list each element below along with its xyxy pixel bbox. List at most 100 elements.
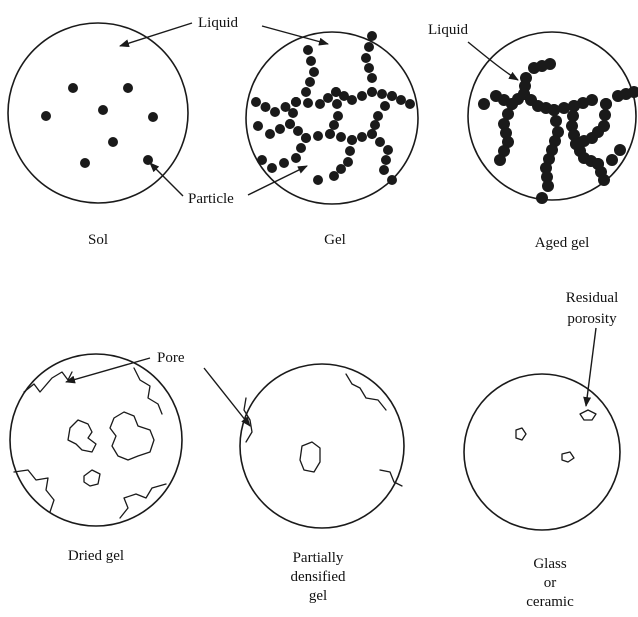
glass-ceramic-panel (464, 374, 620, 530)
chain-particle (253, 121, 263, 131)
liquid-label-2: Liquid (428, 22, 468, 38)
chain-particle (405, 99, 415, 109)
chain-particle (331, 87, 341, 97)
chain-particle (345, 146, 355, 156)
row2-annotations: Pore Residual porosity (66, 290, 618, 426)
chain-particle (261, 102, 271, 112)
chain-particle (279, 158, 289, 168)
pore-arrow-to-dried-gel (66, 358, 150, 382)
chain-particle (600, 98, 612, 110)
sol-particles (41, 83, 158, 168)
chain-particle (301, 133, 311, 143)
liquid-label-1: Liquid (198, 15, 238, 31)
pore-closed (300, 442, 320, 472)
chain-particle (303, 45, 313, 55)
pore-closed (68, 420, 96, 452)
stage-label-partially-line3: gel (309, 588, 327, 604)
chain-particle (301, 87, 311, 97)
stage-label-gel: Gel (324, 232, 346, 248)
pore-closed (580, 410, 596, 420)
chain-particle (494, 154, 506, 166)
sol-particle (148, 112, 158, 122)
chain-particle (387, 91, 397, 101)
liquid-arrow-to-gel (262, 26, 328, 44)
chain-particle (323, 93, 333, 103)
pore-crack (24, 372, 72, 392)
partially-densified-gel-panel (240, 364, 404, 528)
chain-particle (592, 158, 604, 170)
chain-particle (367, 129, 377, 139)
chain-particle (548, 104, 560, 116)
chain-particle (347, 95, 357, 105)
chain-particle (296, 143, 306, 153)
chain-particle (357, 91, 367, 101)
stage-label-glass-line1: Glass (533, 556, 566, 572)
particle-arrow-to-sol (150, 163, 183, 196)
chain-particle (396, 95, 406, 105)
chain-particle (306, 56, 316, 66)
chain-particle (364, 63, 374, 73)
chain-particle (387, 175, 397, 185)
stage-label-glass-line3: ceramic (526, 594, 574, 610)
chain-particle (267, 163, 277, 173)
chain-particle (606, 154, 618, 166)
chain-particle (361, 53, 371, 63)
chain-particle (329, 120, 339, 130)
sol-particle (143, 155, 153, 165)
aged-gel-particle-network (478, 58, 638, 204)
sol-particle (108, 137, 118, 147)
chain-particle (544, 58, 556, 70)
chain-particle (598, 174, 610, 186)
sol-particle (41, 111, 51, 121)
chain-particle (329, 171, 339, 181)
chain-particle (373, 111, 383, 121)
chain-particle (336, 132, 346, 142)
pore-crack (134, 368, 162, 414)
dried-gel-circle (10, 354, 182, 526)
stage-label-aged-gel: Aged gel (535, 235, 590, 251)
chain-particle (364, 42, 374, 52)
sol-circle (8, 23, 188, 203)
chain-particle (315, 99, 325, 109)
chain-particle (288, 108, 298, 118)
chain-particle (257, 155, 267, 165)
chain-particle (586, 94, 598, 106)
chain-particle (270, 107, 280, 117)
chain-particle (291, 153, 301, 163)
chain-particle (381, 155, 391, 165)
pore-crack (346, 374, 386, 410)
chain-particle (377, 89, 387, 99)
chain-particle (379, 165, 389, 175)
chain-particle (265, 129, 275, 139)
stage-label-sol: Sol (88, 232, 108, 248)
chain-particle (313, 131, 323, 141)
pore-closed (562, 452, 574, 462)
chain-particle (550, 115, 562, 127)
residual-pores (516, 410, 596, 462)
chain-particle (357, 132, 367, 142)
sol-panel (8, 23, 188, 203)
chain-particle (520, 72, 532, 84)
sol-particle (68, 83, 78, 93)
chain-particle (309, 67, 319, 77)
residual-label-line2: porosity (567, 311, 617, 327)
chain-particle (558, 102, 570, 114)
pore-label: Pore (157, 350, 185, 366)
particle-arrow-to-gel (248, 166, 307, 195)
chain-particle (536, 192, 548, 204)
chain-particle (370, 120, 380, 130)
chain-particle (275, 124, 285, 134)
stage-label-partially-line1: Partially (293, 550, 344, 566)
sol-particle (98, 105, 108, 115)
stage-label-glass-line2: or (544, 575, 557, 591)
chain-particle (347, 135, 357, 145)
chain-particle (332, 99, 342, 109)
gel-panel (246, 31, 418, 204)
pore-crack (14, 470, 54, 512)
chain-particle (291, 97, 301, 107)
aged-gel-panel (468, 32, 638, 204)
liquid-arrow-to-aged-gel (468, 42, 518, 80)
stage-label-partially-line2: densified (291, 569, 346, 585)
